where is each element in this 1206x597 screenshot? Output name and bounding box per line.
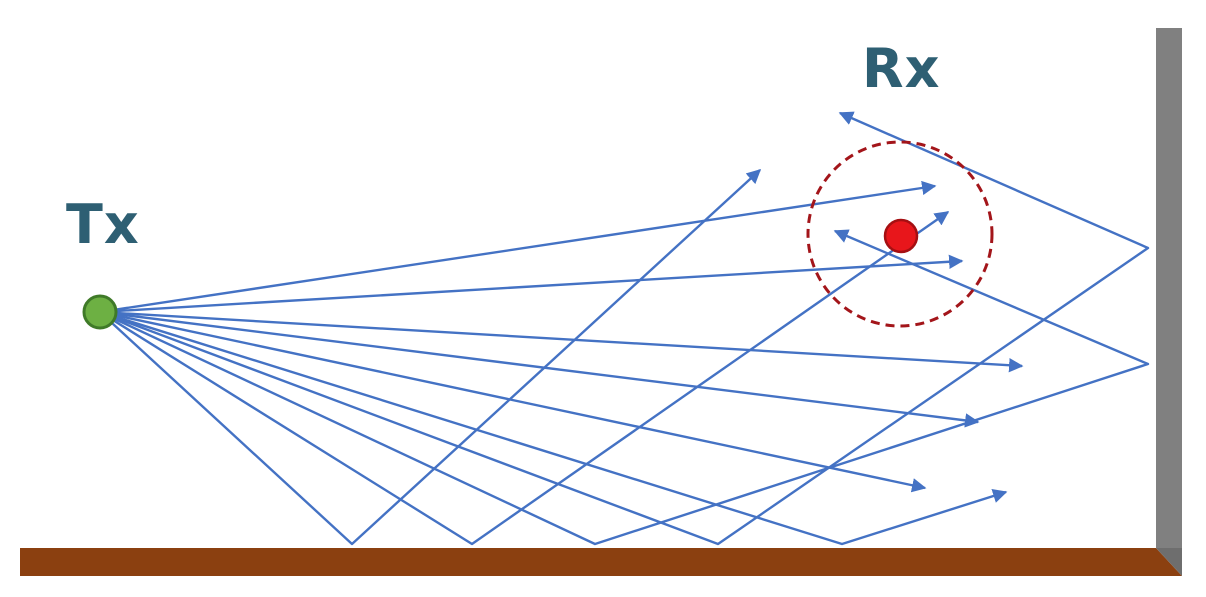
floor-reflected-ray-1 — [99, 169, 762, 546]
transmitter-label: Tx — [66, 193, 140, 256]
floor-reflected-ray-5 — [99, 310, 1008, 546]
signal-rays — [99, 111, 1150, 546]
direct-ray-1 — [99, 180, 937, 314]
wall-base-edge — [1156, 548, 1182, 576]
direct-ray-2 — [99, 254, 964, 314]
direct-ray-4 — [99, 310, 980, 428]
receiver-label: Rx — [862, 37, 940, 100]
direct-ray-5 — [99, 310, 927, 493]
receiver-node — [883, 218, 919, 254]
receiver-zone — [806, 140, 994, 328]
floor-reflected-ray-4 — [99, 111, 1150, 546]
floor-surface — [20, 548, 1182, 576]
floor-reflected-ray-3 — [99, 229, 1150, 546]
floor-reflected-ray-2 — [99, 211, 950, 546]
direct-ray-3 — [99, 310, 1024, 373]
floor — [20, 548, 1182, 576]
transmitter-node — [82, 294, 118, 330]
wall-face — [1156, 28, 1182, 548]
wall — [1156, 28, 1182, 576]
